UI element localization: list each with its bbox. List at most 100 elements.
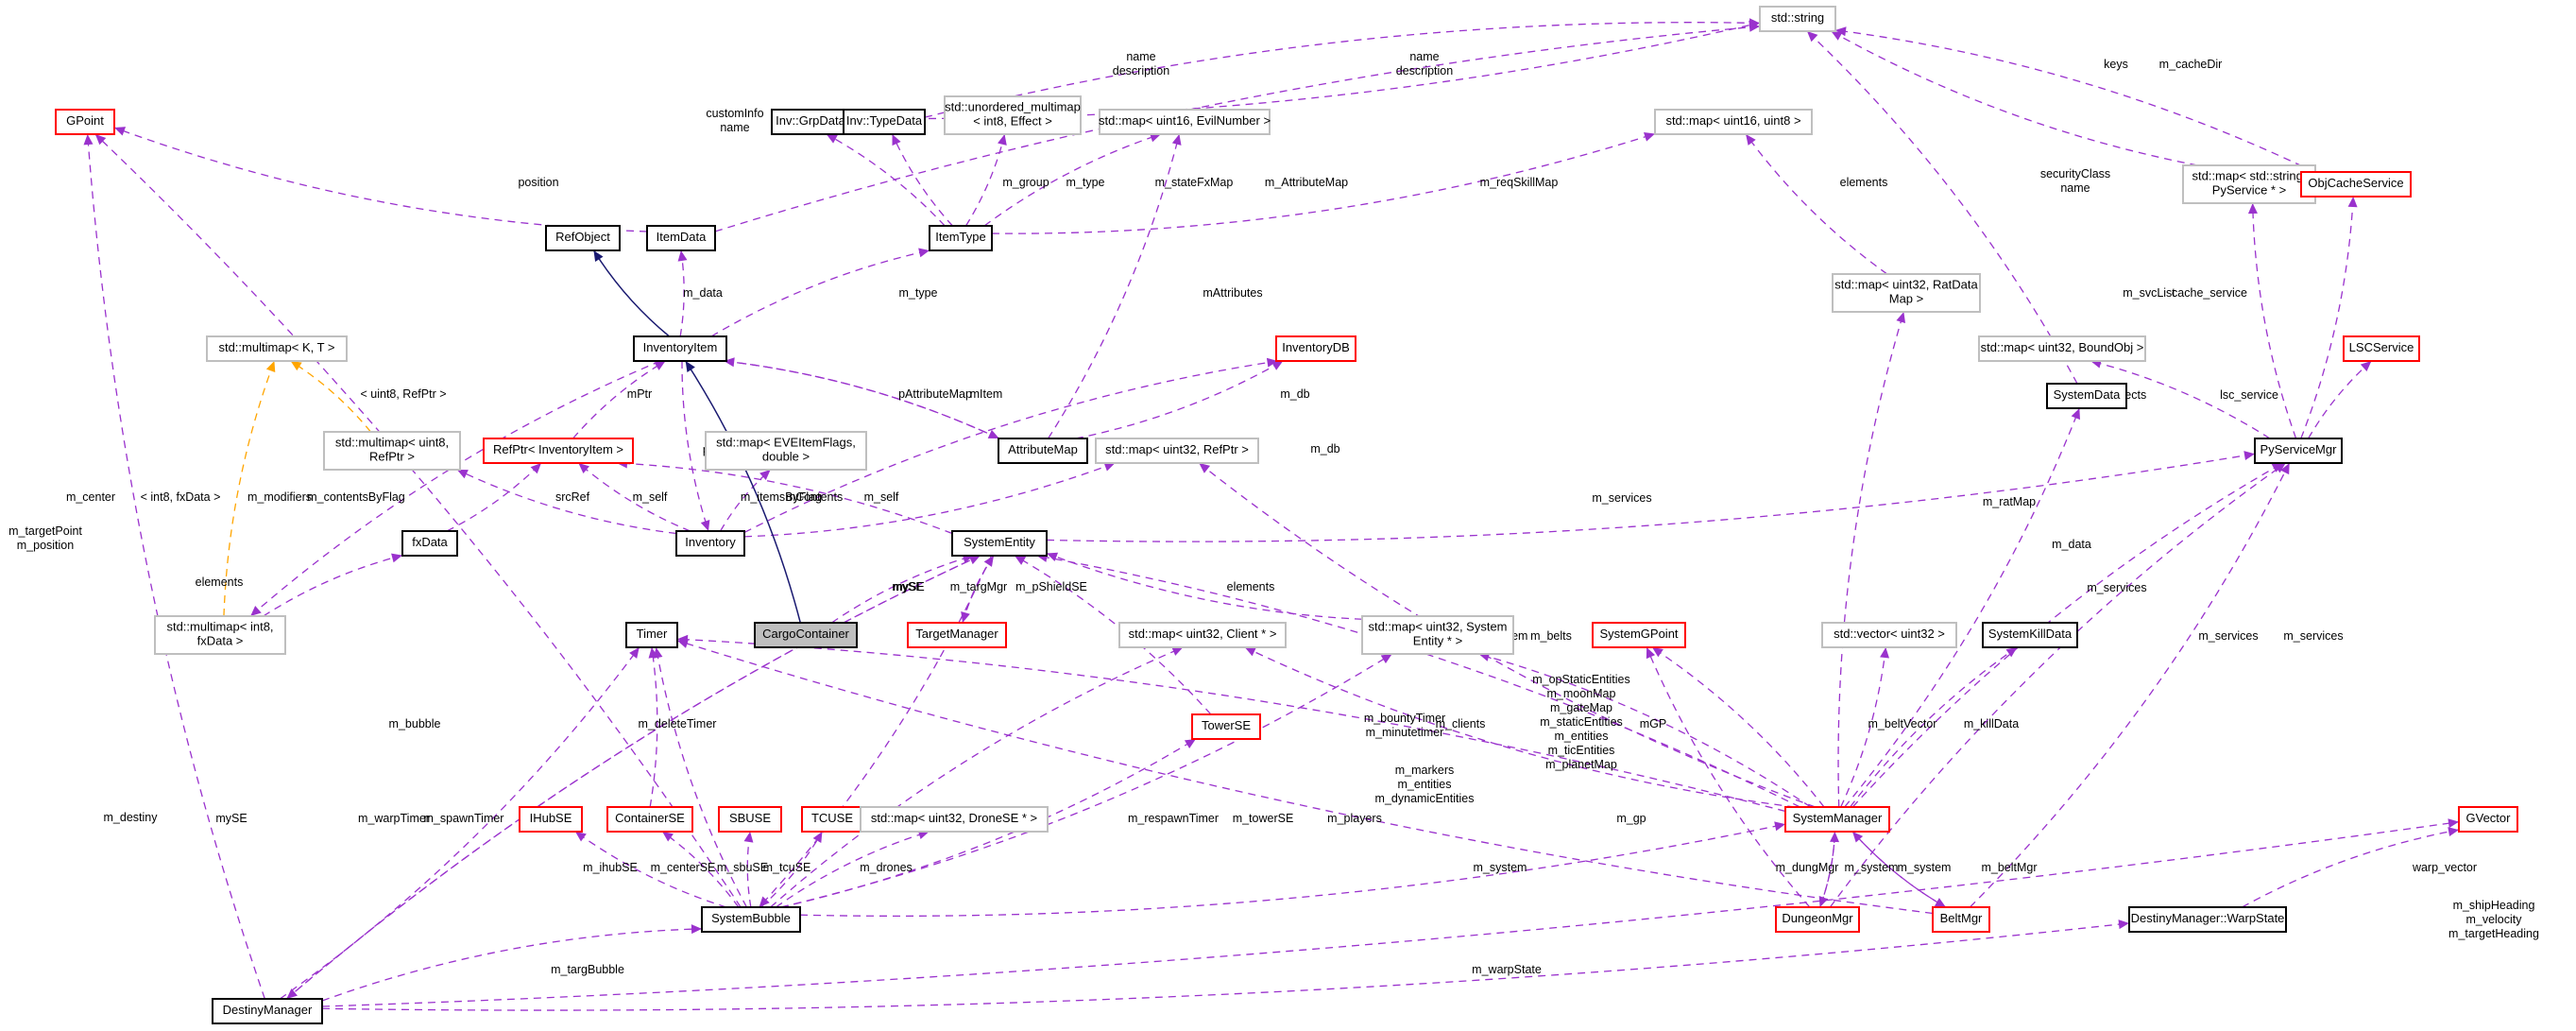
node-attributemap[interactable]: AttributeMap [998,438,1088,464]
node-box[interactable] [771,109,850,135]
node-box[interactable] [1982,622,2078,648]
node-box[interactable] [754,622,858,648]
node-box[interactable] [606,806,693,833]
node-box[interactable] [929,225,993,251]
node-dungeonmgr[interactable]: DungeonMgr [1775,906,1860,933]
node-box[interactable] [705,431,867,471]
node-unordered-multimap[interactable]: std::unordered_multimap< int8, Effect > [944,95,1082,135]
node-box[interactable] [1361,615,1514,655]
node-inventory[interactable]: Inventory [675,530,745,557]
node-warpstate[interactable]: DestinyManager::WarpState [2128,906,2287,933]
node-containerse[interactable]: ContainerSE [606,806,693,833]
node-box[interactable] [951,530,1048,557]
node-box[interactable] [1118,622,1287,648]
node-ihubse[interactable]: IHubSE [519,806,583,833]
node-gvector[interactable]: GVector [2458,806,2518,833]
node-invgrpdata[interactable]: Inv::GrpData [771,109,850,135]
node-systemgpoint[interactable]: SystemGPoint [1592,622,1686,648]
node-box[interactable] [1191,713,1261,740]
node-invtypedata[interactable]: Inv::TypeData [843,109,926,135]
node-systemmanager[interactable]: SystemManager [1784,806,1890,833]
node-box[interactable] [1095,438,1259,464]
node-map-uint16-evilnumber[interactable]: std::map< uint16, EvilNumber > [1099,109,1271,135]
node-box[interactable] [2046,383,2127,409]
node-vector-uint32[interactable]: std::vector< uint32 > [1821,622,1957,648]
node-box[interactable] [625,622,678,648]
node-itemdata[interactable]: ItemData [646,225,716,251]
node-box[interactable] [1932,906,1990,933]
node-tcuse[interactable]: TCUSE [801,806,863,833]
node-map-uint32-client[interactable]: std::map< uint32, Client * > [1118,622,1287,648]
node-box[interactable] [2182,164,2316,204]
node-objcacheservice[interactable]: ObjCacheService [2300,171,2412,198]
node-box[interactable] [718,806,782,833]
node-box[interactable] [1821,622,1957,648]
node-refobject[interactable]: RefObject [545,225,621,251]
node-destinymanager[interactable]: DestinyManager [212,998,323,1024]
node-std-string[interactable]: std::string [1759,6,1836,32]
node-box[interactable] [1275,335,1356,362]
node-lscservice[interactable]: LSCService [2343,335,2420,362]
node-box[interactable] [860,806,1049,833]
node-map-eveitemflags-double[interactable]: std::map< EVEItemFlags,double > [705,431,867,471]
node-box[interactable] [154,615,286,655]
node-box[interactable] [675,530,745,557]
node-box[interactable] [907,622,1007,648]
node-box[interactable] [944,95,1082,135]
node-box[interactable] [2458,806,2518,833]
node-systembubble[interactable]: SystemBubble [701,906,801,933]
node-systementity[interactable]: SystemEntity [951,530,1048,557]
node-box[interactable] [1099,109,1271,135]
node-multimap-int8-fxdata[interactable]: std::multimap< int8,fxData > [154,615,286,655]
node-box[interactable] [2128,906,2287,933]
node-box[interactable] [212,998,323,1024]
node-map-uint32-boundobj[interactable]: std::map< uint32, BoundObj > [1978,335,2146,362]
node-box[interactable] [1978,335,2146,362]
node-box[interactable] [646,225,716,251]
node-map-string-pyservice[interactable]: std::map< std::string,PyService * > [2182,164,2316,204]
node-sbuse[interactable]: SBUSE [718,806,782,833]
node-towerse[interactable]: TowerSE [1191,713,1261,740]
node-box[interactable] [323,431,461,471]
node-beltmgr[interactable]: BeltMgr [1932,906,1990,933]
node-map-uint32-dronese[interactable]: std::map< uint32, DroneSE * > [860,806,1049,833]
node-box[interactable] [1759,6,1836,32]
node-multimap-kt[interactable]: std::multimap< K, T > [206,335,348,362]
node-box[interactable] [2343,335,2420,362]
node-systemdata[interactable]: SystemData [2046,383,2127,409]
node-box[interactable] [1775,906,1860,933]
node-box[interactable] [545,225,621,251]
node-fxdata[interactable]: fxData [401,530,458,557]
node-targetmanager[interactable]: TargetManager [907,622,1007,648]
node-pyservicemgr[interactable]: PyServiceMgr [2254,438,2343,464]
node-box[interactable] [206,335,348,362]
node-timer[interactable]: Timer [625,622,678,648]
node-itemtype[interactable]: ItemType [929,225,993,251]
node-box[interactable] [483,438,634,464]
node-cargocontainer[interactable]: CargoContainer [754,622,858,648]
node-box[interactable] [401,530,458,557]
node-box[interactable] [998,438,1088,464]
node-refptr-inventoryitem[interactable]: RefPtr< InventoryItem > [483,438,634,464]
node-box[interactable] [1654,109,1813,135]
node-box[interactable] [519,806,583,833]
node-box[interactable] [1832,273,1981,313]
node-gpoint[interactable]: GPoint [55,109,115,135]
node-multimap-uint8-refptr[interactable]: std::multimap< uint8,RefPtr > [323,431,461,471]
node-box[interactable] [633,335,727,362]
node-systemkilldata[interactable]: SystemKillData [1982,622,2078,648]
node-box[interactable] [1592,622,1686,648]
node-inventorydb[interactable]: InventoryDB [1275,335,1356,362]
node-map-uint16-uint8[interactable]: std::map< uint16, uint8 > [1654,109,1813,135]
node-box[interactable] [2300,171,2412,198]
node-label: ItemType [935,230,985,244]
node-map-uint32-refptr[interactable]: std::map< uint32, RefPtr > [1095,438,1259,464]
node-box[interactable] [843,109,926,135]
node-box[interactable] [55,109,115,135]
node-box[interactable] [701,906,801,933]
node-box[interactable] [1784,806,1890,833]
node-inventoryitem[interactable]: InventoryItem [633,335,727,362]
node-box[interactable] [2254,438,2343,464]
